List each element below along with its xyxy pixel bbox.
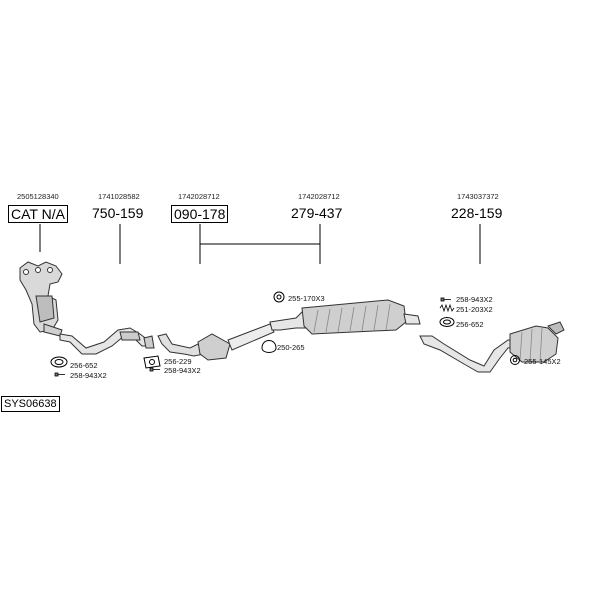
- system-id-label: SYS06638: [1, 396, 60, 412]
- spring-251-203: [439, 303, 455, 313]
- oem-number-catalyst: 2505128340: [17, 192, 59, 201]
- bolt-258-943-center: [149, 367, 160, 372]
- part-code-center-catalyst[interactable]: 090-178: [171, 205, 229, 223]
- part-label-256-652-right[interactable]: 256-652: [456, 320, 484, 329]
- part-label-258-943x2-right[interactable]: 258-943X2: [456, 295, 493, 304]
- bolt-258-943-right: [440, 297, 451, 302]
- bolt-258-943-left: [54, 372, 65, 377]
- gasket-256-229: [143, 355, 161, 369]
- part-label-250-265[interactable]: 250-265: [277, 343, 305, 352]
- part-label-256-229[interactable]: 256-229: [164, 357, 192, 366]
- clamp-255-170: [273, 291, 285, 303]
- manifold-catalyst: [19, 261, 63, 337]
- center-catalyst: [157, 323, 275, 361]
- part-code-rear-silencer[interactable]: 228-159: [451, 205, 503, 221]
- oem-number-front-pipe: 1741028582: [98, 192, 140, 201]
- oem-number-rear-silencer: 1743037372: [457, 192, 499, 201]
- front-pipe: [59, 327, 155, 355]
- part-label-251-203x2[interactable]: 251-203X2: [456, 305, 493, 314]
- part-code-middle-silencer[interactable]: 279-437: [291, 205, 343, 221]
- part-label-258-943x2-left[interactable]: 258-943X2: [70, 371, 107, 380]
- part-code-catalyst[interactable]: CAT N/A: [8, 205, 68, 223]
- oem-number-center-catalyst: 1742028712: [178, 192, 220, 201]
- hanger-250-265: [261, 340, 277, 353]
- middle-silencer: [269, 299, 421, 335]
- part-label-256-652-left[interactable]: 256-652: [70, 361, 98, 370]
- part-label-255-145x2[interactable]: 255-145X2: [524, 357, 561, 366]
- oem-number-middle-silencer: 1742028712: [298, 192, 340, 201]
- part-label-255-170x3[interactable]: 255-170X3: [288, 294, 325, 303]
- clamp-255-145: [510, 355, 520, 365]
- rear-silencer: [419, 321, 565, 373]
- gasket-256-652-right: [439, 317, 455, 327]
- part-code-front-pipe[interactable]: 750-159: [92, 205, 144, 221]
- gasket-256-652-left: [50, 356, 68, 368]
- part-label-258-943x2-center[interactable]: 258-943X2: [164, 366, 201, 375]
